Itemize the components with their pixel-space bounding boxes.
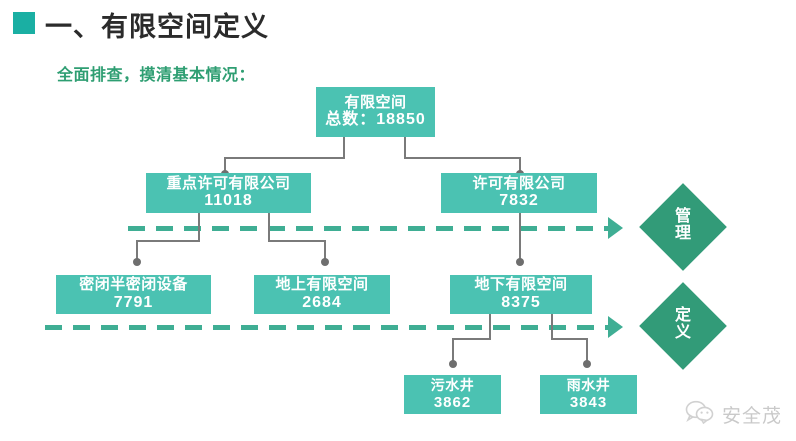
node-label: 密闭半密闭设备 — [79, 276, 188, 294]
diamond-definition-line1: 定 — [674, 307, 691, 324]
connector-below-left-drop — [452, 338, 454, 362]
node-key-licensed-company[interactable]: 重点许可有限公司 11018 — [146, 173, 311, 213]
connector-below-right-drop — [586, 338, 588, 362]
node-label: 地下有限空间 — [474, 276, 568, 294]
node-licensed-company[interactable]: 许可有限公司 7832 — [441, 173, 597, 213]
dashed-flow-arrow-management — [608, 217, 623, 239]
node-value: 总数：18850 — [325, 111, 426, 129]
node-below-ground-confined-space[interactable]: 地下有限空间 8375 — [450, 275, 592, 314]
connector-keylic-right-horizontal — [268, 240, 326, 242]
connector-keylic-left-horizontal — [136, 240, 200, 242]
node-label: 重点许可有限公司 — [166, 174, 291, 192]
connector-below-left-vertical — [489, 313, 491, 340]
connector-dot-above-ground — [321, 258, 329, 266]
node-root-confined-space[interactable]: 有限空间 总数：18850 — [316, 87, 435, 137]
connector-keylic-right-vertical — [268, 212, 270, 242]
connector-lic-vertical — [519, 212, 521, 261]
dashed-flow-arrow-definition — [608, 316, 623, 338]
node-sewage-well[interactable]: 污水井 3862 — [404, 375, 501, 414]
node-value: 3843 — [569, 393, 608, 411]
diamond-definition-label: 定 义 — [672, 307, 694, 342]
connector-keylic-left-vertical — [198, 212, 200, 242]
connector-dot-sewage-well — [449, 360, 457, 368]
connector-root-right-horizontal — [404, 157, 521, 159]
node-value: 8375 — [501, 293, 541, 311]
connector-keylic-left-drop — [136, 240, 138, 261]
node-sealed-semisealed-equipment[interactable]: 密闭半密闭设备 7791 — [56, 275, 211, 314]
connector-root-left-horizontal — [224, 157, 345, 159]
node-value: 11018 — [204, 192, 253, 210]
diamond-management-label: 管 理 — [672, 208, 694, 243]
connector-root-right-vertical — [404, 137, 406, 159]
heading-bullet-square — [13, 12, 35, 34]
node-above-ground-confined-space[interactable]: 地上有限空间 2684 — [254, 275, 390, 314]
diamond-management-line1: 管 — [674, 208, 691, 225]
connector-dot-rain-well — [583, 360, 591, 368]
connector-root-left-vertical — [343, 137, 345, 159]
diamond-definition-line2: 义 — [674, 323, 691, 341]
watermark: 安全茂 — [685, 400, 782, 429]
page-title: 一、有限空间定义 — [45, 12, 269, 42]
node-value: 7832 — [499, 192, 539, 210]
dashed-flow-line-management — [128, 226, 616, 231]
connector-root-right-drop — [519, 157, 521, 173]
node-value: 3862 — [433, 393, 472, 411]
connector-keylic-right-drop — [324, 240, 326, 261]
node-label: 地上有限空间 — [275, 276, 369, 294]
node-rain-well[interactable]: 雨水井 3843 — [540, 375, 637, 414]
dashed-flow-line-definition — [45, 325, 616, 330]
node-value: 2684 — [302, 293, 342, 311]
connector-dot-below-ground — [516, 258, 524, 266]
page-subtitle: 全面排查，摸清基本情况： — [57, 67, 256, 84]
connector-root-left-drop — [224, 157, 226, 173]
node-value: 7791 — [113, 293, 154, 311]
node-label: 许可有限公司 — [472, 174, 566, 192]
connector-below-left-horizontal — [452, 338, 491, 340]
watermark-text: 安全茂 — [721, 406, 782, 427]
node-label: 污水井 — [430, 377, 475, 394]
connector-below-right-horizontal — [551, 338, 588, 340]
node-label: 雨水井 — [566, 377, 611, 394]
wechat-icon — [685, 400, 715, 429]
connector-below-right-vertical — [551, 313, 553, 340]
node-label: 有限空间 — [344, 93, 407, 111]
connector-dot-sealed-equipment — [133, 258, 141, 266]
diamond-management-line2: 理 — [674, 224, 691, 242]
